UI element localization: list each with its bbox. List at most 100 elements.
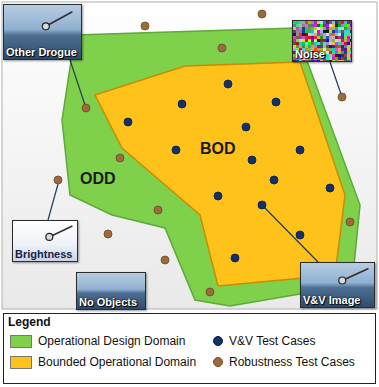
vv-dot [296,146,304,154]
legend-dot-shape [214,337,223,346]
noise-pixel [323,36,326,39]
region-outline [95,62,347,288]
noise-pixel [326,51,329,54]
robustness-dot [218,44,226,52]
noise-pixel [335,33,338,36]
legend-text: Operational Design Domain [38,334,185,348]
noise-pixel [332,60,335,62]
noise-pixel [302,33,305,36]
thumbnail-label: Brightness [13,248,74,261]
noise-pixel [311,24,314,27]
noise-pixel [299,24,302,27]
noise-pixel [335,30,338,33]
noise-pixel [347,54,350,57]
noise-pixel [308,45,311,48]
vv-dot [326,184,334,192]
noise-pixel [344,60,347,62]
robustness-dot [154,206,162,214]
noise-pixel [317,24,320,27]
noise-pixel [344,54,347,57]
noise-pixel [341,30,344,33]
legend-text: V&V Test Cases [229,334,315,348]
noise-pixel [305,30,308,33]
noise-pixel [296,27,299,30]
noise-pixel [317,45,320,48]
noise-pixel [338,33,341,36]
noise-pixel [311,33,314,36]
noise-pixel [338,57,341,60]
legend-text: Bounded Operational Domain [38,355,196,369]
noise-pixel [344,45,347,48]
thumbnail-label: No Objects [77,296,139,309]
noise-pixel [338,39,341,42]
noise-pixel [326,24,329,27]
vv-dot [214,192,222,200]
noise-pixel [335,51,338,54]
noise-pixel [299,42,302,45]
noise-pixel [347,21,350,24]
drogue-symbol [46,233,53,240]
noise-pixel [293,45,296,48]
legend-title: Legend [8,315,51,329]
noise-pixel [332,33,335,36]
noise-pixel [344,42,347,45]
noise-pixel [323,45,326,48]
noise-pixel [317,27,320,30]
noise-pixel [344,57,347,60]
robustness-dot [116,154,124,162]
noise-pixel [305,24,308,27]
noise-pixel [299,39,302,42]
brightness-thumbnail: Brightness [12,220,78,262]
noise-pixel [338,48,341,51]
noise-pixel [311,21,314,24]
noise-pixel [326,36,329,39]
noise-pixel [338,45,341,48]
robustness-dot [161,256,169,264]
noise-pixel [305,39,308,42]
noise-pixel [338,27,341,30]
noise-pixel [311,45,314,48]
noise-pixel [326,54,329,57]
noise-pixel [341,45,344,48]
noise-pixel [311,36,314,39]
noise-pixel [332,30,335,33]
vv-dot [178,100,186,108]
noise-pixel [332,54,335,57]
noise-pixel [335,57,338,60]
noise-pixel [296,42,299,45]
noise-pixel [335,39,338,42]
noise-pixel [308,27,311,30]
noise-pixel [299,33,302,36]
noise-pixel [296,45,299,48]
noise-pixel [335,36,338,39]
noise-pixel [314,24,317,27]
noise-pixel [320,30,323,33]
refuel-hose [46,12,73,27]
noise-pixel [350,51,352,54]
noise-pixel [350,42,352,45]
bod-region: BOD [95,62,347,288]
noise-pixel [308,39,311,42]
noise-pixel [332,48,335,51]
robustness-dot [258,10,266,18]
noise-pixel [311,60,314,62]
noise-pixel [299,30,302,33]
noise-pixel [314,27,317,30]
noise-pixel [323,30,326,33]
noise-pixel [305,42,308,45]
noise-pixel [329,30,332,33]
noise-pixel [314,42,317,45]
other-drogue-thumbnail: Other Drogue [3,4,82,60]
noise-pixel [329,57,332,60]
legend-text: Robustness Test Cases [229,355,355,369]
legend-swatch [10,335,32,348]
noise-pixel [341,21,344,24]
noise-pixel [308,36,311,39]
noise-pixel [332,57,335,60]
noise-pixel [341,24,344,27]
vv-dot [231,254,239,262]
noise-pixel [350,30,352,33]
noise-pixel [347,36,350,39]
noise-pixel [350,45,352,48]
noise-pixel [323,33,326,36]
